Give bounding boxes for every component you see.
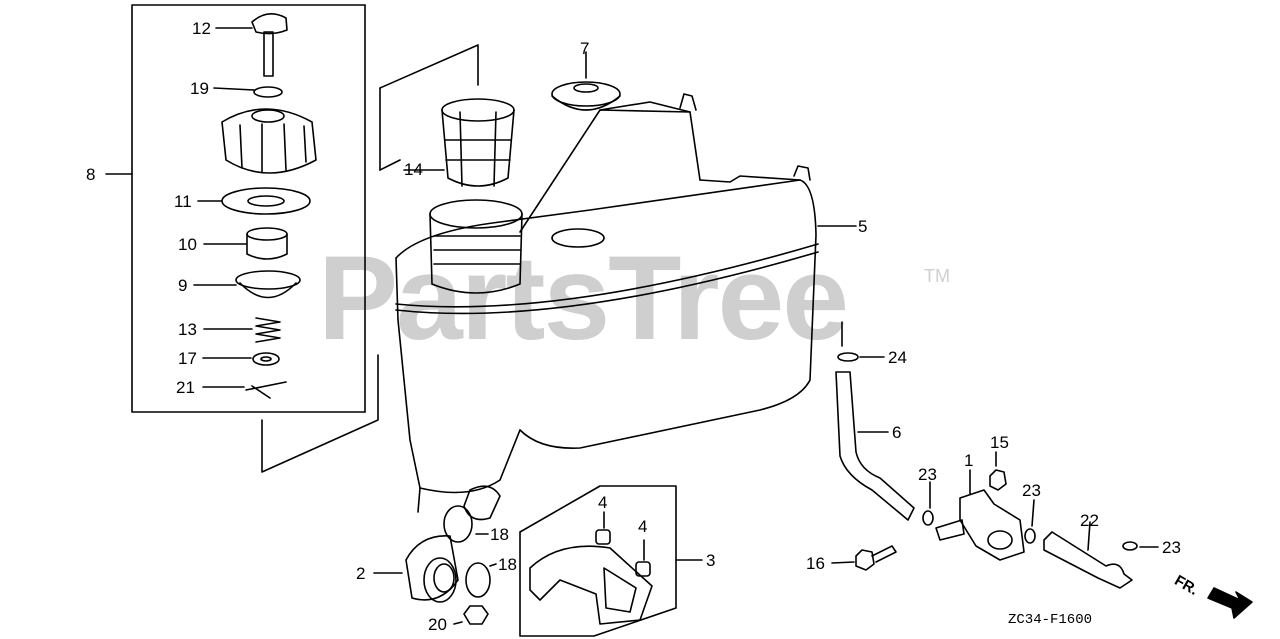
fuel-tank-part[interactable] [395, 93, 857, 521]
watermark: PartsTree [318, 231, 849, 365]
callout-23c[interactable]: 23 [1162, 538, 1181, 557]
callout-8[interactable]: 8 [86, 165, 96, 184]
callout-23a[interactable]: 23 [918, 465, 937, 484]
callout-6[interactable]: 6 [892, 423, 902, 442]
callout-17[interactable]: 17 [178, 349, 197, 368]
callout-11[interactable]: 11 [174, 192, 192, 211]
assembly-guide-lines [261, 44, 479, 473]
callout-4a[interactable]: 4 [598, 493, 608, 512]
callout-18a[interactable]: 18 [490, 525, 509, 544]
callout-21[interactable]: 21 [176, 378, 195, 397]
callout-22[interactable]: 22 [1080, 511, 1099, 530]
callout-20[interactable]: 20 [428, 615, 447, 634]
callout-23b[interactable]: 23 [1022, 481, 1041, 500]
diagram-code: ZC34-F1600 [1008, 612, 1093, 628]
watermark-trademark: TM [924, 266, 950, 286]
packing-10-part[interactable] [203, 227, 288, 260]
o-ring-19-part[interactable] [213, 86, 283, 98]
callout-2[interactable]: 2 [356, 564, 366, 583]
collar-4b-part[interactable] [635, 539, 651, 577]
front-direction-arrow-icon [1207, 587, 1253, 619]
gasket-11-part[interactable] [197, 187, 311, 215]
callout-9[interactable]: 9 [178, 276, 188, 295]
fuel-cock-1-part[interactable] [935, 469, 1025, 561]
callout-5[interactable]: 5 [858, 217, 868, 236]
spring-13-part[interactable] [203, 317, 281, 343]
callout-18b[interactable]: 18 [498, 555, 517, 574]
clip-21-part[interactable] [202, 381, 287, 399]
nut-20-part[interactable] [453, 605, 489, 625]
tube-clip-23b-part[interactable] [1024, 499, 1036, 544]
callout-3[interactable]: 3 [706, 551, 716, 570]
tube-clip-24-part[interactable] [837, 321, 885, 362]
fuel-tube-22-part[interactable] [1043, 521, 1133, 589]
collar-4a-part[interactable] [595, 511, 611, 545]
fuel-cap-part[interactable] [221, 108, 317, 174]
washer-17-part[interactable] [202, 352, 280, 366]
cap-assembly-bracket [105, 4, 366, 413]
vent-knob-part[interactable] [215, 13, 288, 77]
callout-1[interactable]: 1 [964, 451, 974, 470]
grommet-7-part[interactable] [551, 51, 621, 111]
callout-24[interactable]: 24 [888, 348, 907, 367]
callout-19[interactable]: 19 [190, 79, 209, 98]
o-ring-18b-part[interactable] [465, 562, 497, 598]
callout-14[interactable]: 14 [404, 160, 423, 179]
callout-12[interactable]: 12 [192, 19, 211, 38]
filler-neck [429, 199, 523, 294]
callout-4b[interactable]: 4 [638, 517, 648, 536]
tube-clip-23a-part[interactable] [922, 481, 934, 526]
tube-clip-23c-part[interactable] [1122, 541, 1159, 551]
callout-16[interactable]: 16 [806, 554, 825, 573]
callout-10[interactable]: 10 [178, 235, 197, 254]
fuel-joint-2-part[interactable] [373, 535, 459, 603]
fuel-tube-6-part[interactable] [835, 371, 915, 521]
cap-plate-9-part[interactable] [193, 270, 301, 299]
callout-7[interactable]: 7 [580, 39, 590, 58]
callout-15[interactable]: 15 [990, 433, 1009, 452]
joint-bracket-3-group[interactable] [519, 485, 703, 637]
nut-15-part[interactable] [989, 451, 1007, 491]
callout-13[interactable]: 13 [178, 320, 197, 339]
fuel-strainer-part[interactable] [403, 98, 515, 187]
bolt-16-part[interactable] [831, 545, 897, 571]
o-ring-18a-part[interactable] [443, 505, 489, 543]
